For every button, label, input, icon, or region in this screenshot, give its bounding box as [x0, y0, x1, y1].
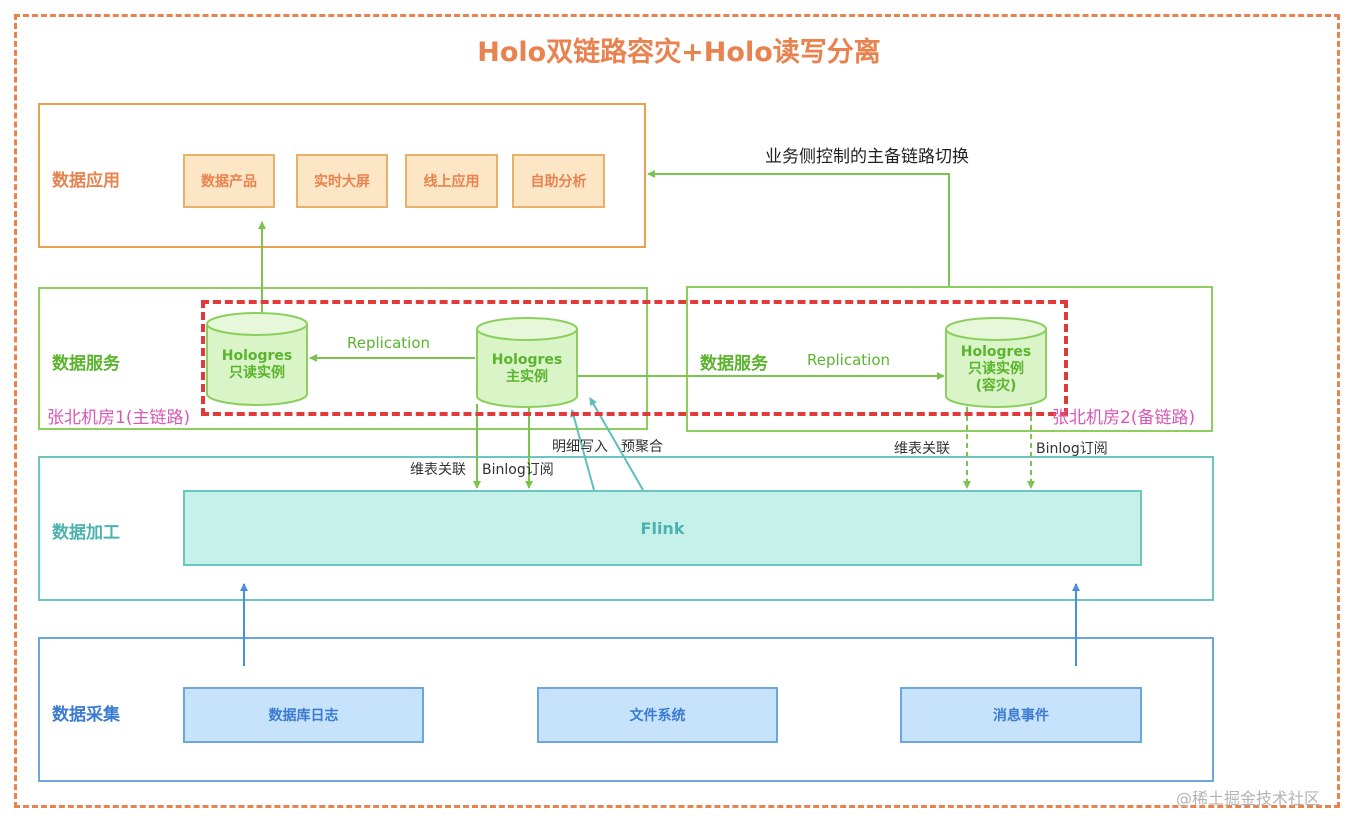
cylinder-readonly-backup	[945, 317, 1047, 408]
hologres-highlight-frame	[201, 300, 1068, 416]
label-switch-control: 业务侧控制的主备链路切换	[765, 147, 969, 167]
flink-box: Flink	[183, 490, 1142, 566]
collection-item-filesystem: 文件系统	[537, 687, 778, 743]
diagram-title: Holo双链路容灾+Holo读写分离	[477, 37, 881, 68]
processing-layer-label: 数据加工	[52, 523, 120, 543]
app-item-self-analysis: 自助分析	[512, 154, 605, 208]
room-label-backup: 张北机房2(备链路)	[1052, 408, 1196, 428]
label-binlog-main: Binlog订阅	[482, 462, 554, 478]
app-item-data-product: 数据产品	[183, 154, 275, 208]
arrow-detail-write	[569, 409, 595, 491]
readonly-primary-name: Hologres	[221, 348, 293, 364]
watermark: @稀土掘金技术社区	[1176, 789, 1321, 808]
label-binlog-backup: Binlog订阅	[1036, 441, 1108, 457]
readonly-primary-label: Hologres 只读实例	[207, 348, 307, 382]
application-layer-label: 数据应用	[52, 171, 120, 191]
collection-item-message-event: 消息事件	[900, 687, 1142, 743]
label-dim-join-backup: 维表关联	[894, 441, 950, 457]
label-pre-agg: 预聚合	[621, 439, 663, 455]
service-primary-label: 数据服务	[52, 354, 120, 374]
cylinder-main	[476, 317, 578, 408]
main-instance-role: 主实例	[506, 369, 548, 385]
label-dim-join-main: 维表关联	[410, 462, 466, 478]
app-item-realtime-screen: 实时大屏	[296, 154, 388, 208]
readonly-backup-note: (容灾)	[975, 378, 1017, 394]
collection-layer-label: 数据采集	[52, 705, 120, 725]
label-replication-left: Replication	[347, 334, 431, 352]
main-instance-name: Hologres	[491, 352, 563, 368]
outer-frame	[14, 14, 1340, 808]
service-backup-label: 数据服务	[700, 354, 768, 374]
collection-item-db-log: 数据库日志	[183, 687, 424, 743]
label-replication-right: Replication	[807, 351, 891, 369]
room-label-primary: 张北机房1(主链路)	[47, 408, 191, 428]
readonly-backup-name: Hologres	[960, 344, 1032, 360]
label-detail-write: 明细写入	[552, 439, 608, 455]
arrow-switch-control	[647, 170, 950, 286]
app-item-online-app: 线上应用	[405, 154, 498, 208]
cylinder-readonly-primary	[206, 312, 308, 406]
readonly-primary-role: 只读实例	[229, 365, 285, 381]
main-instance-label: Hologres 主实例	[477, 352, 577, 386]
readonly-backup-role: 只读实例	[968, 361, 1024, 377]
readonly-backup-label: Hologres 只读实例 (容灾)	[946, 344, 1046, 395]
